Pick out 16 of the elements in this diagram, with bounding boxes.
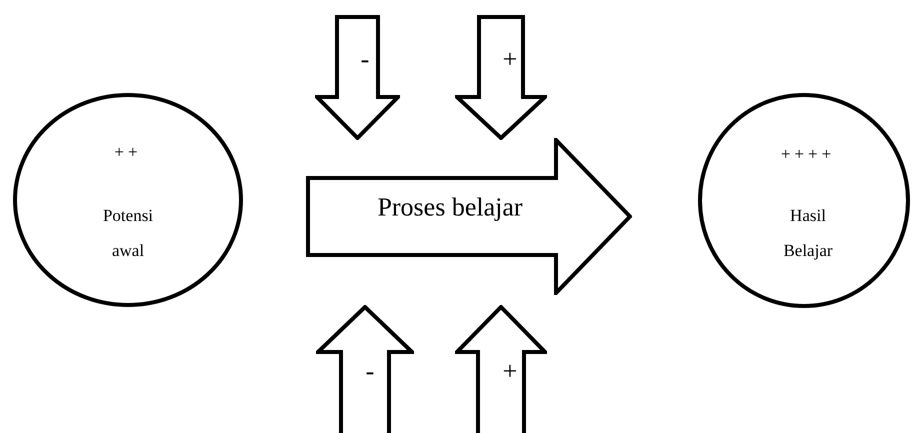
up-arrow [316, 305, 414, 433]
minus-sign: - [366, 358, 374, 386]
plus-sign: + [502, 358, 518, 386]
circle-label: Potensi awal [102, 205, 154, 262]
circle-shape [13, 93, 243, 307]
block-arrow [306, 138, 632, 295]
plus-signs: ++++ [780, 146, 836, 164]
circle-shape [698, 93, 910, 308]
arrow-label: Proses belajar [377, 194, 523, 222]
plus-sign: + [502, 46, 518, 74]
plus-signs: ++ [114, 144, 142, 162]
up-arrow [455, 305, 547, 433]
circle-label: Hasil Belajar [782, 205, 834, 262]
down-arrow [455, 15, 547, 140]
minus-sign: - [360, 46, 370, 74]
down-arrow [315, 15, 400, 140]
